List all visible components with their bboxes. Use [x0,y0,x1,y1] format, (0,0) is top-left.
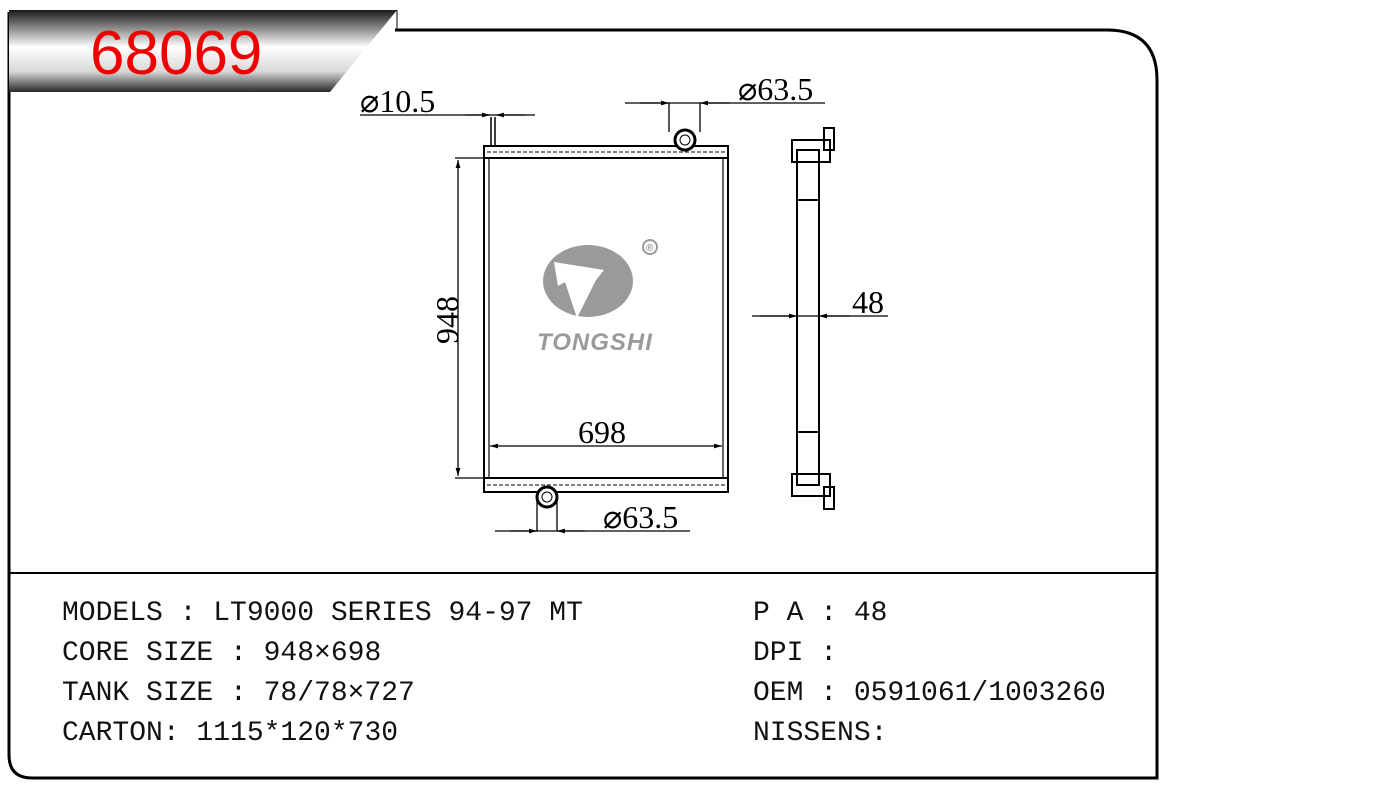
spec-core-size: CORE SIZE : 948×698 [62,638,382,669]
page-frame [7,12,1159,780]
spec-carton: CARTON: 1115*120*730 [62,718,399,749]
core-width-dimension: 698 [578,414,626,450]
dimensions [360,100,888,534]
radiator-front-view [483,117,729,509]
svg-text:TONGSHI: TONGSHI [537,329,653,356]
svg-text:®: ® [646,243,654,254]
tongshi-logo: ® TONGSHI [537,239,658,356]
spec-oem: OEM : 0591061/1003260 [753,678,1106,709]
spec-nissens: NISSENS: [753,718,888,749]
spec-pa: P A : 48 [753,598,888,629]
spec-models: MODELS : LT9000 SERIES 94-97 MT [62,598,583,629]
spec-dpi: DPI : [753,638,838,669]
core-height-dimension: 948 [429,296,465,344]
radiator-side-view [791,127,835,510]
bottom-outlet-diameter: ⌀63.5 [603,499,678,535]
top-inlet [673,128,697,152]
bottom-outlet [535,485,559,509]
part-number: 68069 [90,19,262,88]
title-banner [9,10,397,92]
top-inlet-diameter: ⌀63.5 [738,71,813,107]
core-thickness-dimension: 48 [852,284,884,320]
filler-neck-diameter: ⌀10.5 [360,83,435,119]
spec-tank-size: TANK SIZE : 78/78×727 [62,678,415,709]
